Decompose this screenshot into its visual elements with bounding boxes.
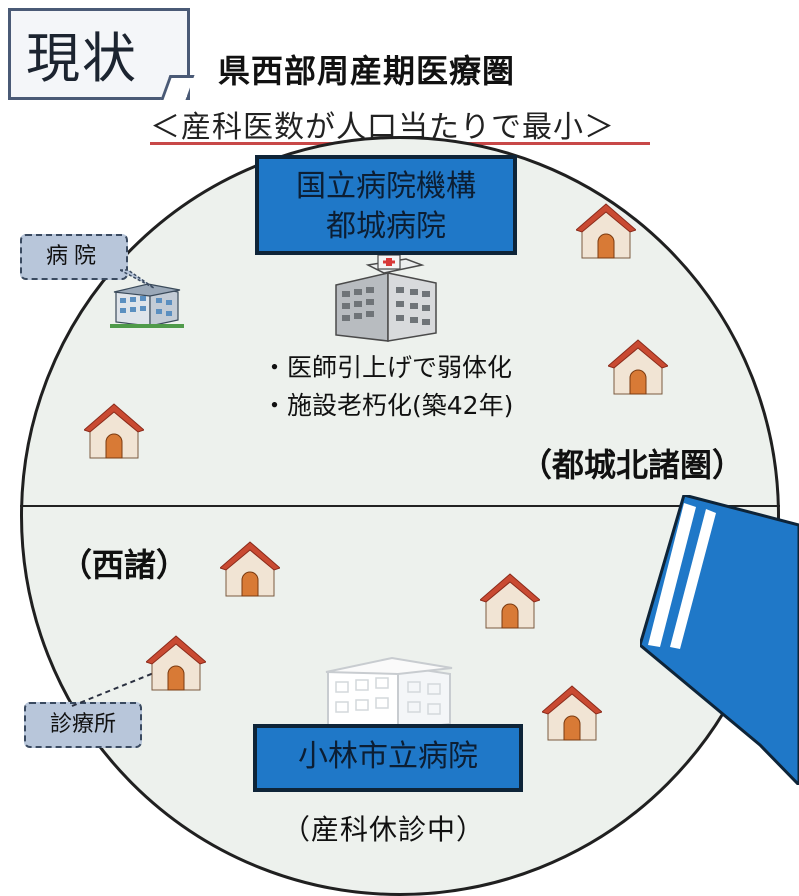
area-divider [20,505,780,507]
clinic-house-icon [220,541,280,597]
nishimoro-area-label: （西諸） [60,546,189,584]
large-hospital-building-icon [335,255,437,342]
status-box [8,8,195,100]
miyakonojo-area-label: （都城北諸圏） [520,446,745,484]
region-title: 県西部周産期医療圏 [218,52,516,90]
clinic-house-icon [608,339,668,395]
clinic-house-icon [542,685,602,741]
faded-hospital-building-icon [325,656,453,732]
clinic-house-icon [576,203,636,259]
issue-bullet-1: ・医師引上げで弱体化 [262,353,513,382]
national-hospital-box: 国立病院機構 都城病院 [255,155,517,255]
arrow-shape [640,495,799,785]
clinic-callout: 診療所 [24,702,142,748]
clinic-house-icon [84,403,144,459]
clinic-house-icon [146,635,206,691]
hospital-callout-pointer [120,269,155,289]
page-fold-corner [160,75,195,100]
clinic-callout-leader-line [71,667,167,707]
hospital-callout: 病院 [20,234,128,280]
national-hospital-name-line2: 都城病院 [326,209,446,244]
small-hospital-icon [110,283,184,328]
national-hospital-name-line1: 国立病院機構 [296,169,476,204]
obstetrics-suspended-note: （産科休診中） [282,813,486,846]
issue-bullet-2: ・施設老朽化(築42年) [262,391,514,420]
clinic-house-icon [480,573,540,629]
kobayashi-hospital-box: 小林市立病院 [253,724,523,792]
status-label: 現状 [26,27,138,90]
